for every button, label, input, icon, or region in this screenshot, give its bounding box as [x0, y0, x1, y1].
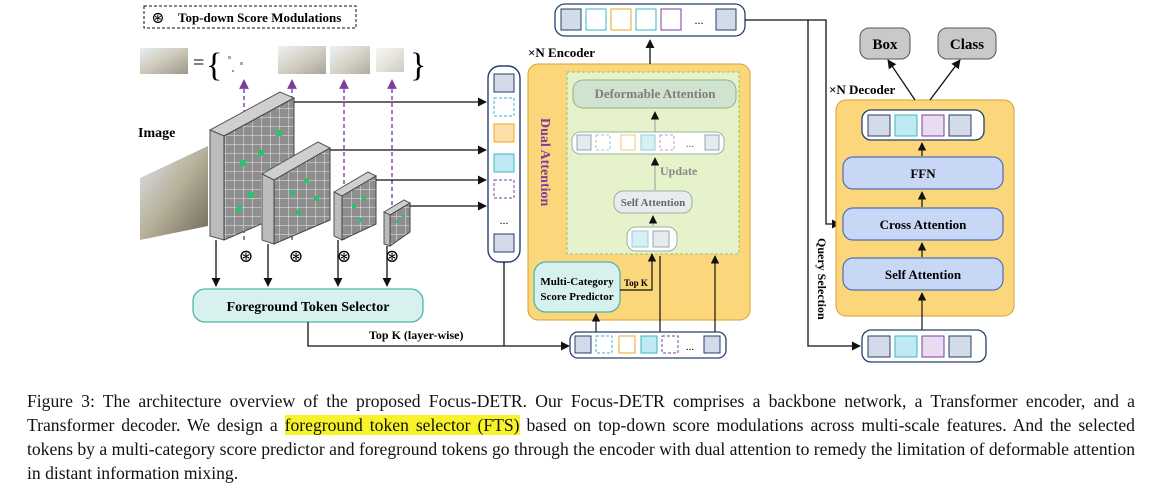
legend: ⊛ Top-down Score Modulations — [143, 5, 357, 29]
architecture-diagram: ⊛ Top-down Score Modulations = { } Image — [138, 3, 1015, 363]
fts-label: Foreground Token Selector — [227, 300, 390, 315]
flatten-arrows — [294, 97, 487, 211]
box-head — [859, 27, 911, 60]
feature-map-2 — [260, 141, 332, 245]
deformable-attention-block — [572, 79, 737, 109]
selected-tokens-small — [626, 226, 678, 252]
decoder-query-tokens-top — [861, 109, 985, 141]
legend-symbol: ⊛ — [151, 10, 164, 27]
mcsp-label-line2: Score Predictor — [540, 291, 613, 303]
input-image — [140, 146, 208, 240]
svg-text:...: ... — [500, 213, 509, 227]
score-map-thumbnail — [140, 48, 188, 74]
score-map-1 — [228, 56, 243, 72]
caption-highlight: foreground token selector (FTS) — [284, 415, 520, 435]
equals-sign: = — [193, 52, 204, 74]
ffn-label: FFN — [910, 166, 936, 181]
box-label: Box — [872, 37, 898, 53]
modulation-symbol-3: ⊛ — [336, 246, 351, 266]
svg-text:...: ... — [695, 13, 704, 27]
caption-text-after: based on top-down score modulations acro… — [27, 415, 1135, 483]
legend-label: Top-down Score Modulations — [178, 10, 341, 25]
encoder-inner-tokens: ... — [571, 131, 725, 155]
topk-label: Top K — [624, 278, 648, 288]
svg-text:...: ... — [686, 138, 695, 150]
memory-arrow — [745, 19, 841, 229]
decoder-label: ×N Decoder — [829, 82, 895, 97]
feature-map-3 — [332, 171, 378, 241]
multi-category-score-predictor — [533, 261, 621, 313]
score-map-3 — [330, 46, 370, 74]
encoder-output-tokens: ... — [554, 3, 746, 37]
fts-input-arrows — [211, 240, 392, 287]
brace-close: } — [410, 47, 426, 84]
brace-open: { — [206, 47, 222, 84]
query-selection-label: Query Selection — [815, 238, 829, 320]
encoder-label: ×N Encoder — [528, 45, 595, 60]
feature-map-4 — [382, 199, 412, 247]
query-selection-arrow — [807, 20, 861, 351]
topk-arrow — [620, 253, 657, 291]
update-label: Update — [660, 164, 698, 178]
encoder-input-tokens: ... — [569, 331, 727, 359]
encoder-self-attention-label: Self Attention — [621, 197, 685, 209]
modulation-symbol-2: ⊛ — [288, 246, 303, 266]
modulation-symbol-1: ⊛ — [238, 246, 253, 266]
figure-caption: Figure 3: The architecture overview of t… — [27, 389, 1135, 485]
score-map-2 — [278, 46, 326, 74]
topk-layerwise-label: Top K (layer-wise) — [369, 328, 463, 342]
class-head — [937, 27, 997, 60]
decoder-query-tokens-bottom — [861, 329, 987, 363]
topk-layerwise-arrow — [307, 322, 570, 351]
score-modulation-row: = { } — [140, 46, 426, 84]
image-label: Image — [138, 126, 175, 141]
modulation-symbol-4: ⊛ — [384, 246, 399, 266]
cross-attention-label: Cross Attention — [880, 217, 968, 232]
deformable-attention-label: Deformable Attention — [595, 86, 717, 101]
score-map-4 — [376, 48, 404, 72]
feature-pyramid: ⊛ ⊛ ⊛ ⊛ — [208, 91, 412, 266]
ffn-block — [842, 156, 1004, 190]
dual-attention-label: Dual Attention — [537, 118, 552, 207]
token-column: ... — [487, 65, 521, 263]
encoder-self-attention-block — [613, 190, 693, 214]
caption-text-before: Figure 3: The architecture overview of t… — [27, 391, 1135, 435]
class-label: Class — [950, 37, 984, 53]
decoder-self-attention-block — [842, 257, 1004, 291]
mcsp-label-line1: Multi-Category — [540, 276, 614, 288]
svg-text:...: ... — [686, 341, 695, 353]
cross-attention-block — [842, 207, 1004, 241]
legend-box — [143, 5, 357, 29]
decoder-self-attention-label: Self Attention — [885, 267, 962, 282]
